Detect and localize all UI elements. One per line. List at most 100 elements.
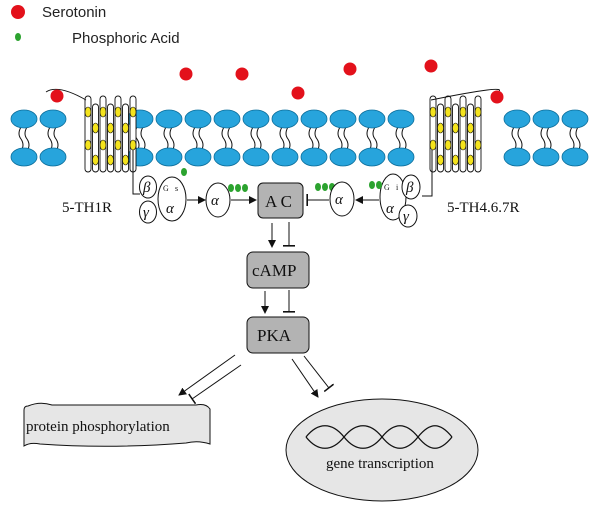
- lipid-head-inner: [271, 147, 299, 167]
- left-receptor-label: 5-TH1R: [62, 200, 112, 216]
- helix-residue: [114, 139, 122, 151]
- gs-g-label: G: [163, 184, 169, 193]
- lipid-tail: [366, 126, 378, 152]
- gs-beta-label: β: [142, 180, 151, 196]
- gi-alpha-free-subunit: [329, 181, 355, 217]
- lipid-tail: [540, 126, 552, 152]
- helix-residue: [444, 106, 452, 118]
- helix-residue: [437, 122, 444, 134]
- gi-gamma-subunit: [398, 204, 418, 228]
- receptor-helix: [92, 103, 99, 173]
- pka-to-protein-arrow: [178, 354, 236, 396]
- protein-phosphorylation-label: protein phosphorylation: [26, 419, 170, 435]
- lipid-tail: [395, 126, 407, 152]
- protein-phosphorylation-shape: [23, 402, 211, 447]
- helix-residue: [467, 122, 474, 134]
- helix-residue: [99, 139, 107, 151]
- serotonin-molecules: [50, 59, 504, 104]
- helix-residue: [84, 106, 92, 118]
- gene-transcription-label: gene transcription: [326, 456, 434, 472]
- helix-residue: [429, 139, 437, 151]
- helix-residue: [429, 106, 437, 118]
- lipid-head-outer: [39, 109, 67, 129]
- pathway-arrows: [178, 194, 379, 405]
- ac-label: A C: [265, 192, 292, 211]
- lipid-head-outer: [213, 109, 241, 129]
- serotonin-molecule: [424, 59, 438, 73]
- lipid-head-outer: [387, 109, 415, 129]
- lipid-head-outer: [561, 109, 589, 129]
- gs-gamma-subunit: [139, 200, 157, 224]
- receptor-helix: [452, 103, 459, 173]
- receptor-helix: [107, 103, 114, 173]
- gs-beta-subunit: [139, 175, 157, 199]
- gs-alpha-label: α: [166, 201, 175, 217]
- lipid-head-inner: [300, 147, 328, 167]
- lipid-head-outer: [10, 109, 38, 129]
- lipid-tail: [337, 126, 349, 152]
- serotonin-legend-label: Serotonin: [42, 4, 106, 21]
- phosphate-dot: [315, 183, 321, 191]
- lipid-head-inner: [329, 147, 357, 167]
- lipid-head-outer: [184, 109, 212, 129]
- lipid-head-outer: [503, 109, 531, 129]
- lipid-head-inner: [358, 147, 386, 167]
- gi-beta-subunit: [401, 174, 421, 200]
- lipid-head-outer: [271, 109, 299, 129]
- left-receptor-5th1r: [45, 88, 137, 173]
- gs-alpha-free-subunit: [205, 182, 231, 218]
- helix-residue: [444, 139, 452, 151]
- lipid-tail: [18, 126, 30, 152]
- lipid-head-inner: [10, 147, 38, 167]
- helix-residue: [129, 106, 137, 118]
- helix-residue: [84, 139, 92, 151]
- gi-alpha-label: α: [386, 201, 395, 217]
- lipid-head-inner: [532, 147, 560, 167]
- right-receptor-5th467r: [429, 88, 500, 173]
- pka-box: [246, 316, 310, 354]
- phosphoric-acid-legend-icon: [15, 33, 21, 41]
- helix-residue: [452, 154, 459, 166]
- helix-residue: [452, 122, 459, 134]
- helix-residue: [437, 154, 444, 166]
- gi-alpha-activated: α: [315, 181, 355, 217]
- lipid-head-inner: [213, 147, 241, 167]
- receptor-helix: [467, 103, 474, 173]
- phosphoric-acid-legend-label: Phosphoric Acid: [72, 30, 180, 47]
- pka-inhibits-gene: [303, 355, 335, 393]
- serotonin-molecule: [291, 86, 305, 100]
- gs-alpha-subunit: [157, 176, 187, 222]
- helix-residue: [459, 139, 467, 151]
- pka-inhibits-protein: [188, 364, 242, 405]
- camp-label: cAMP: [252, 261, 296, 280]
- phosphate-dot: [228, 184, 234, 192]
- lipid-head-outer: [329, 109, 357, 129]
- helix-residue: [129, 139, 137, 151]
- helix-residue: [92, 154, 99, 166]
- ac-box: [257, 182, 304, 219]
- receptor-helix: [122, 103, 129, 173]
- lipid-head-inner: [184, 147, 212, 167]
- gs-gamma-label: γ: [143, 205, 150, 221]
- helix-residue: [114, 106, 122, 118]
- gi-beta-label: β: [405, 180, 414, 196]
- serotonin-molecule: [343, 62, 357, 76]
- helix-residue: [467, 154, 474, 166]
- phosphate-dot: [376, 181, 382, 189]
- gi-i-label: i: [396, 183, 399, 192]
- serotonin-bound-right: [490, 90, 504, 104]
- helix-residue: [474, 106, 482, 118]
- gene-transcription-ellipse: [285, 398, 479, 502]
- lipid-head-inner: [503, 147, 531, 167]
- dna-helix-icon-strand: [305, 425, 453, 449]
- phosphate-dot: [235, 184, 241, 192]
- phosphate-dot: [242, 184, 248, 192]
- helix-residue: [107, 122, 114, 134]
- pka-to-gene-arrow: [291, 358, 319, 398]
- right-receptor-coupling-line: [422, 150, 433, 197]
- left-receptor-coupling-line: [132, 150, 140, 195]
- gi-protein: G i α β γ: [369, 173, 421, 228]
- helix-residue: [122, 122, 129, 134]
- serotonin-bound-left: [50, 89, 64, 103]
- helix-residue: [459, 106, 467, 118]
